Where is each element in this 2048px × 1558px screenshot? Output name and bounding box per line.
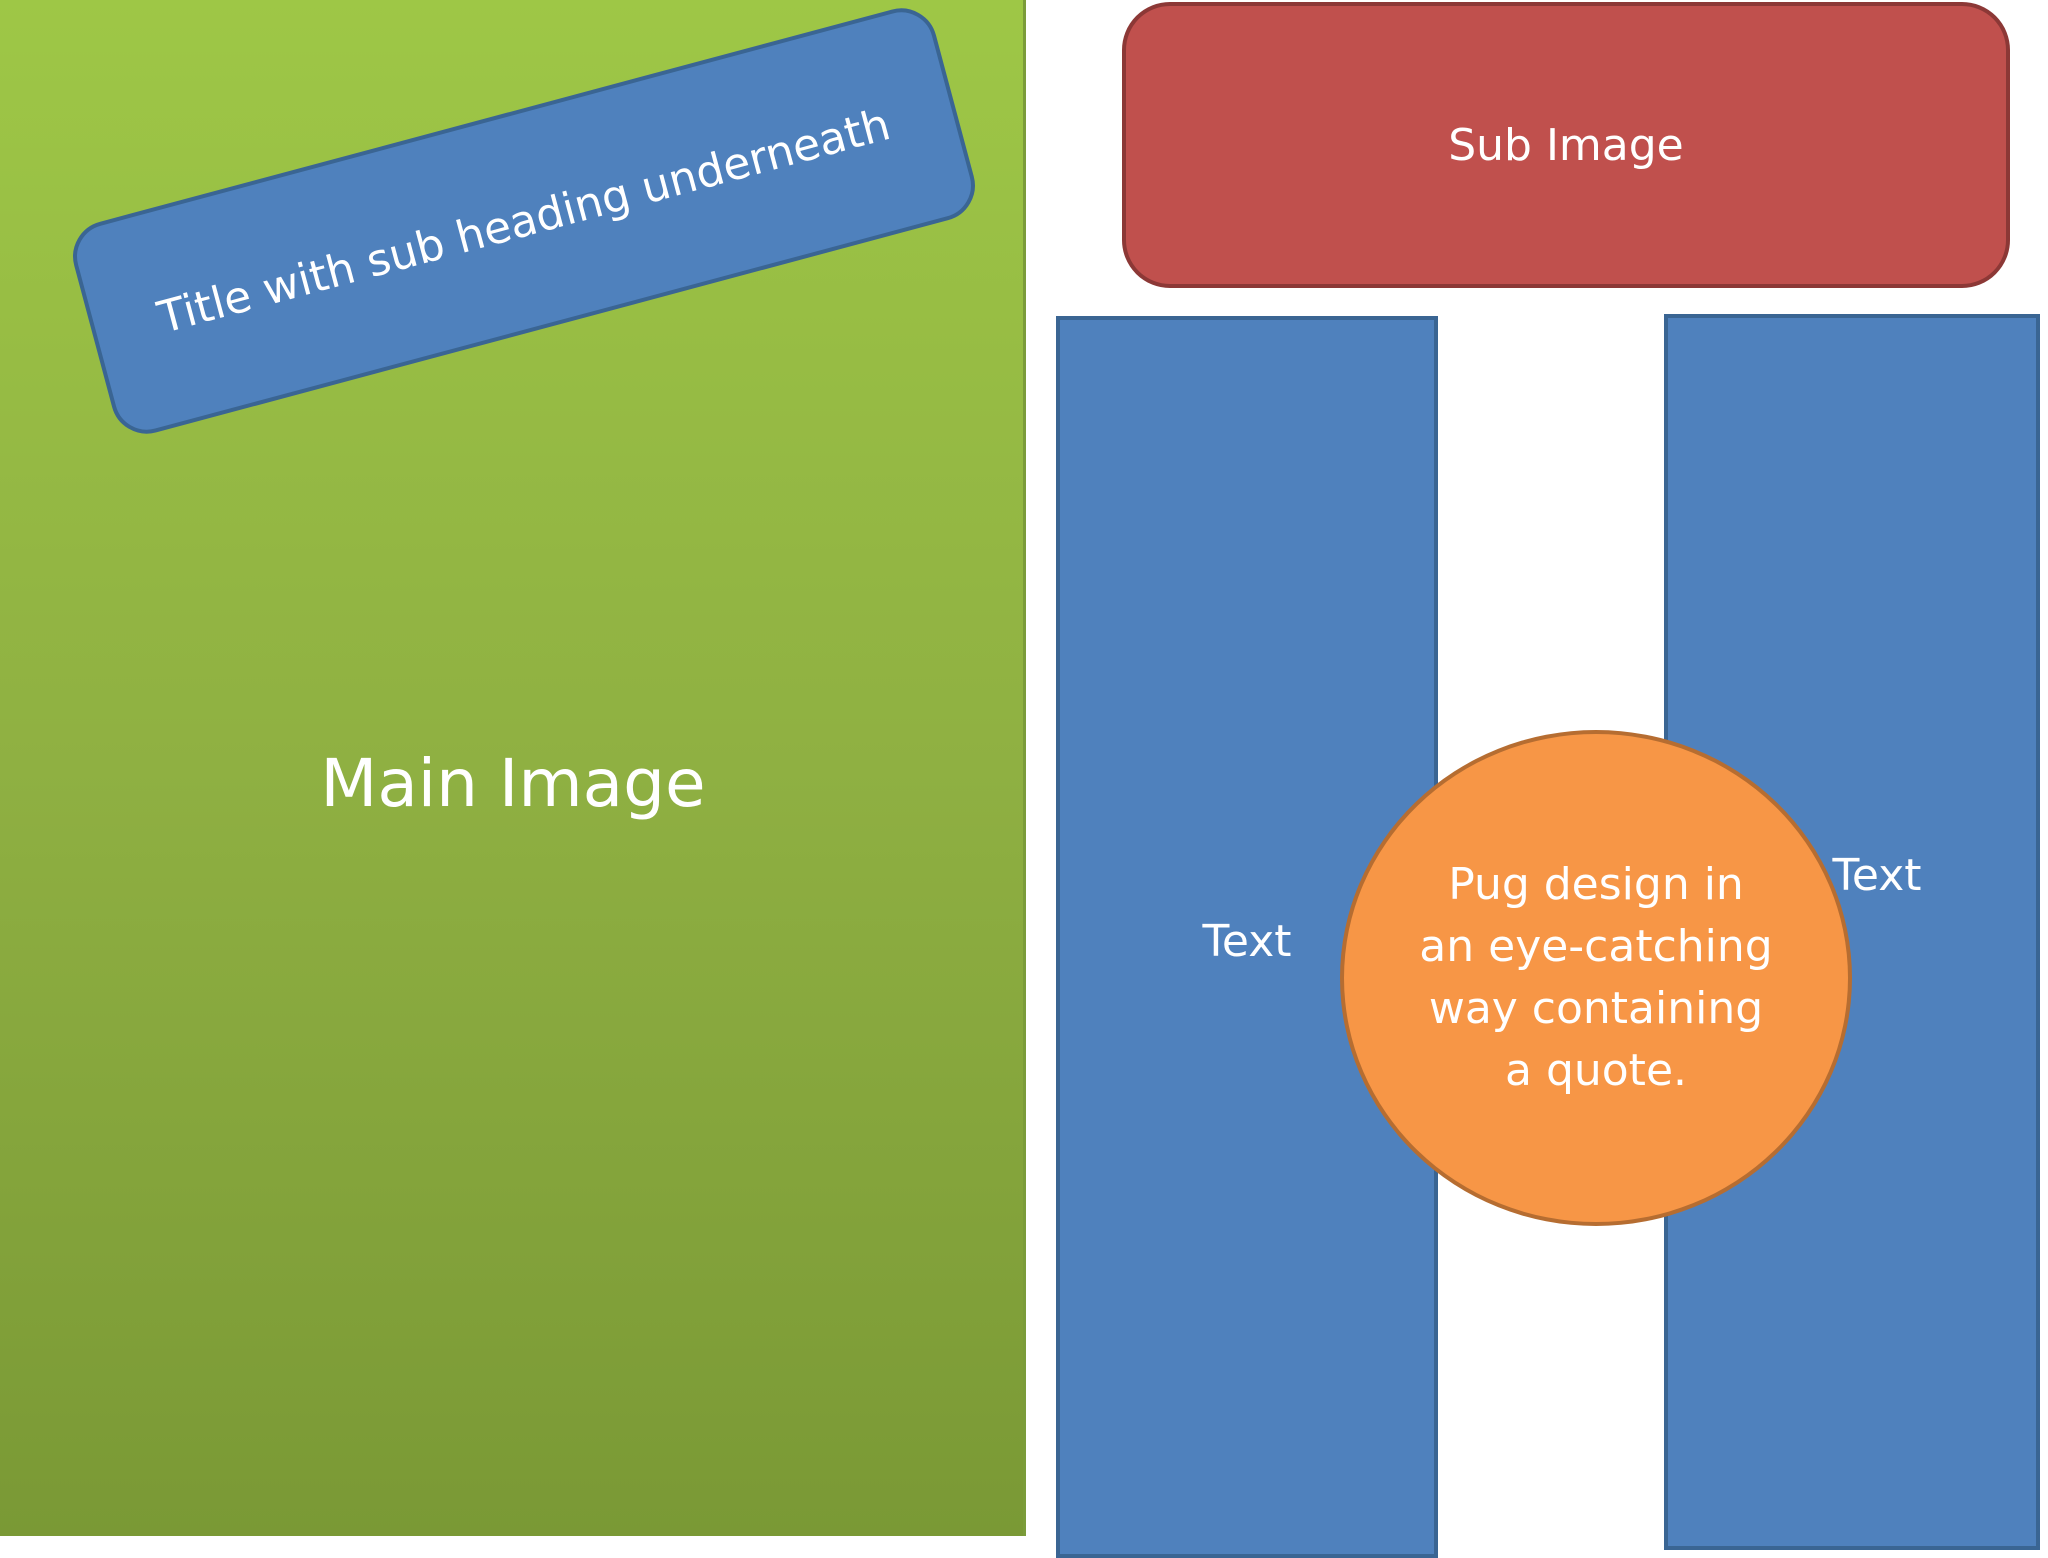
main-image-label: Main Image: [320, 745, 706, 822]
sub-image-label: Sub Image: [1448, 119, 1684, 171]
quote-circle-label: Pug design in an eye-catching way contai…: [1419, 859, 1773, 1096]
right-text-label: Text: [1832, 850, 1922, 901]
quote-circle: Pug design in an eye-catching way contai…: [1340, 730, 1852, 1226]
sub-image-placeholder: Sub Image: [1122, 2, 2010, 288]
left-text-label: Text: [1202, 916, 1292, 967]
